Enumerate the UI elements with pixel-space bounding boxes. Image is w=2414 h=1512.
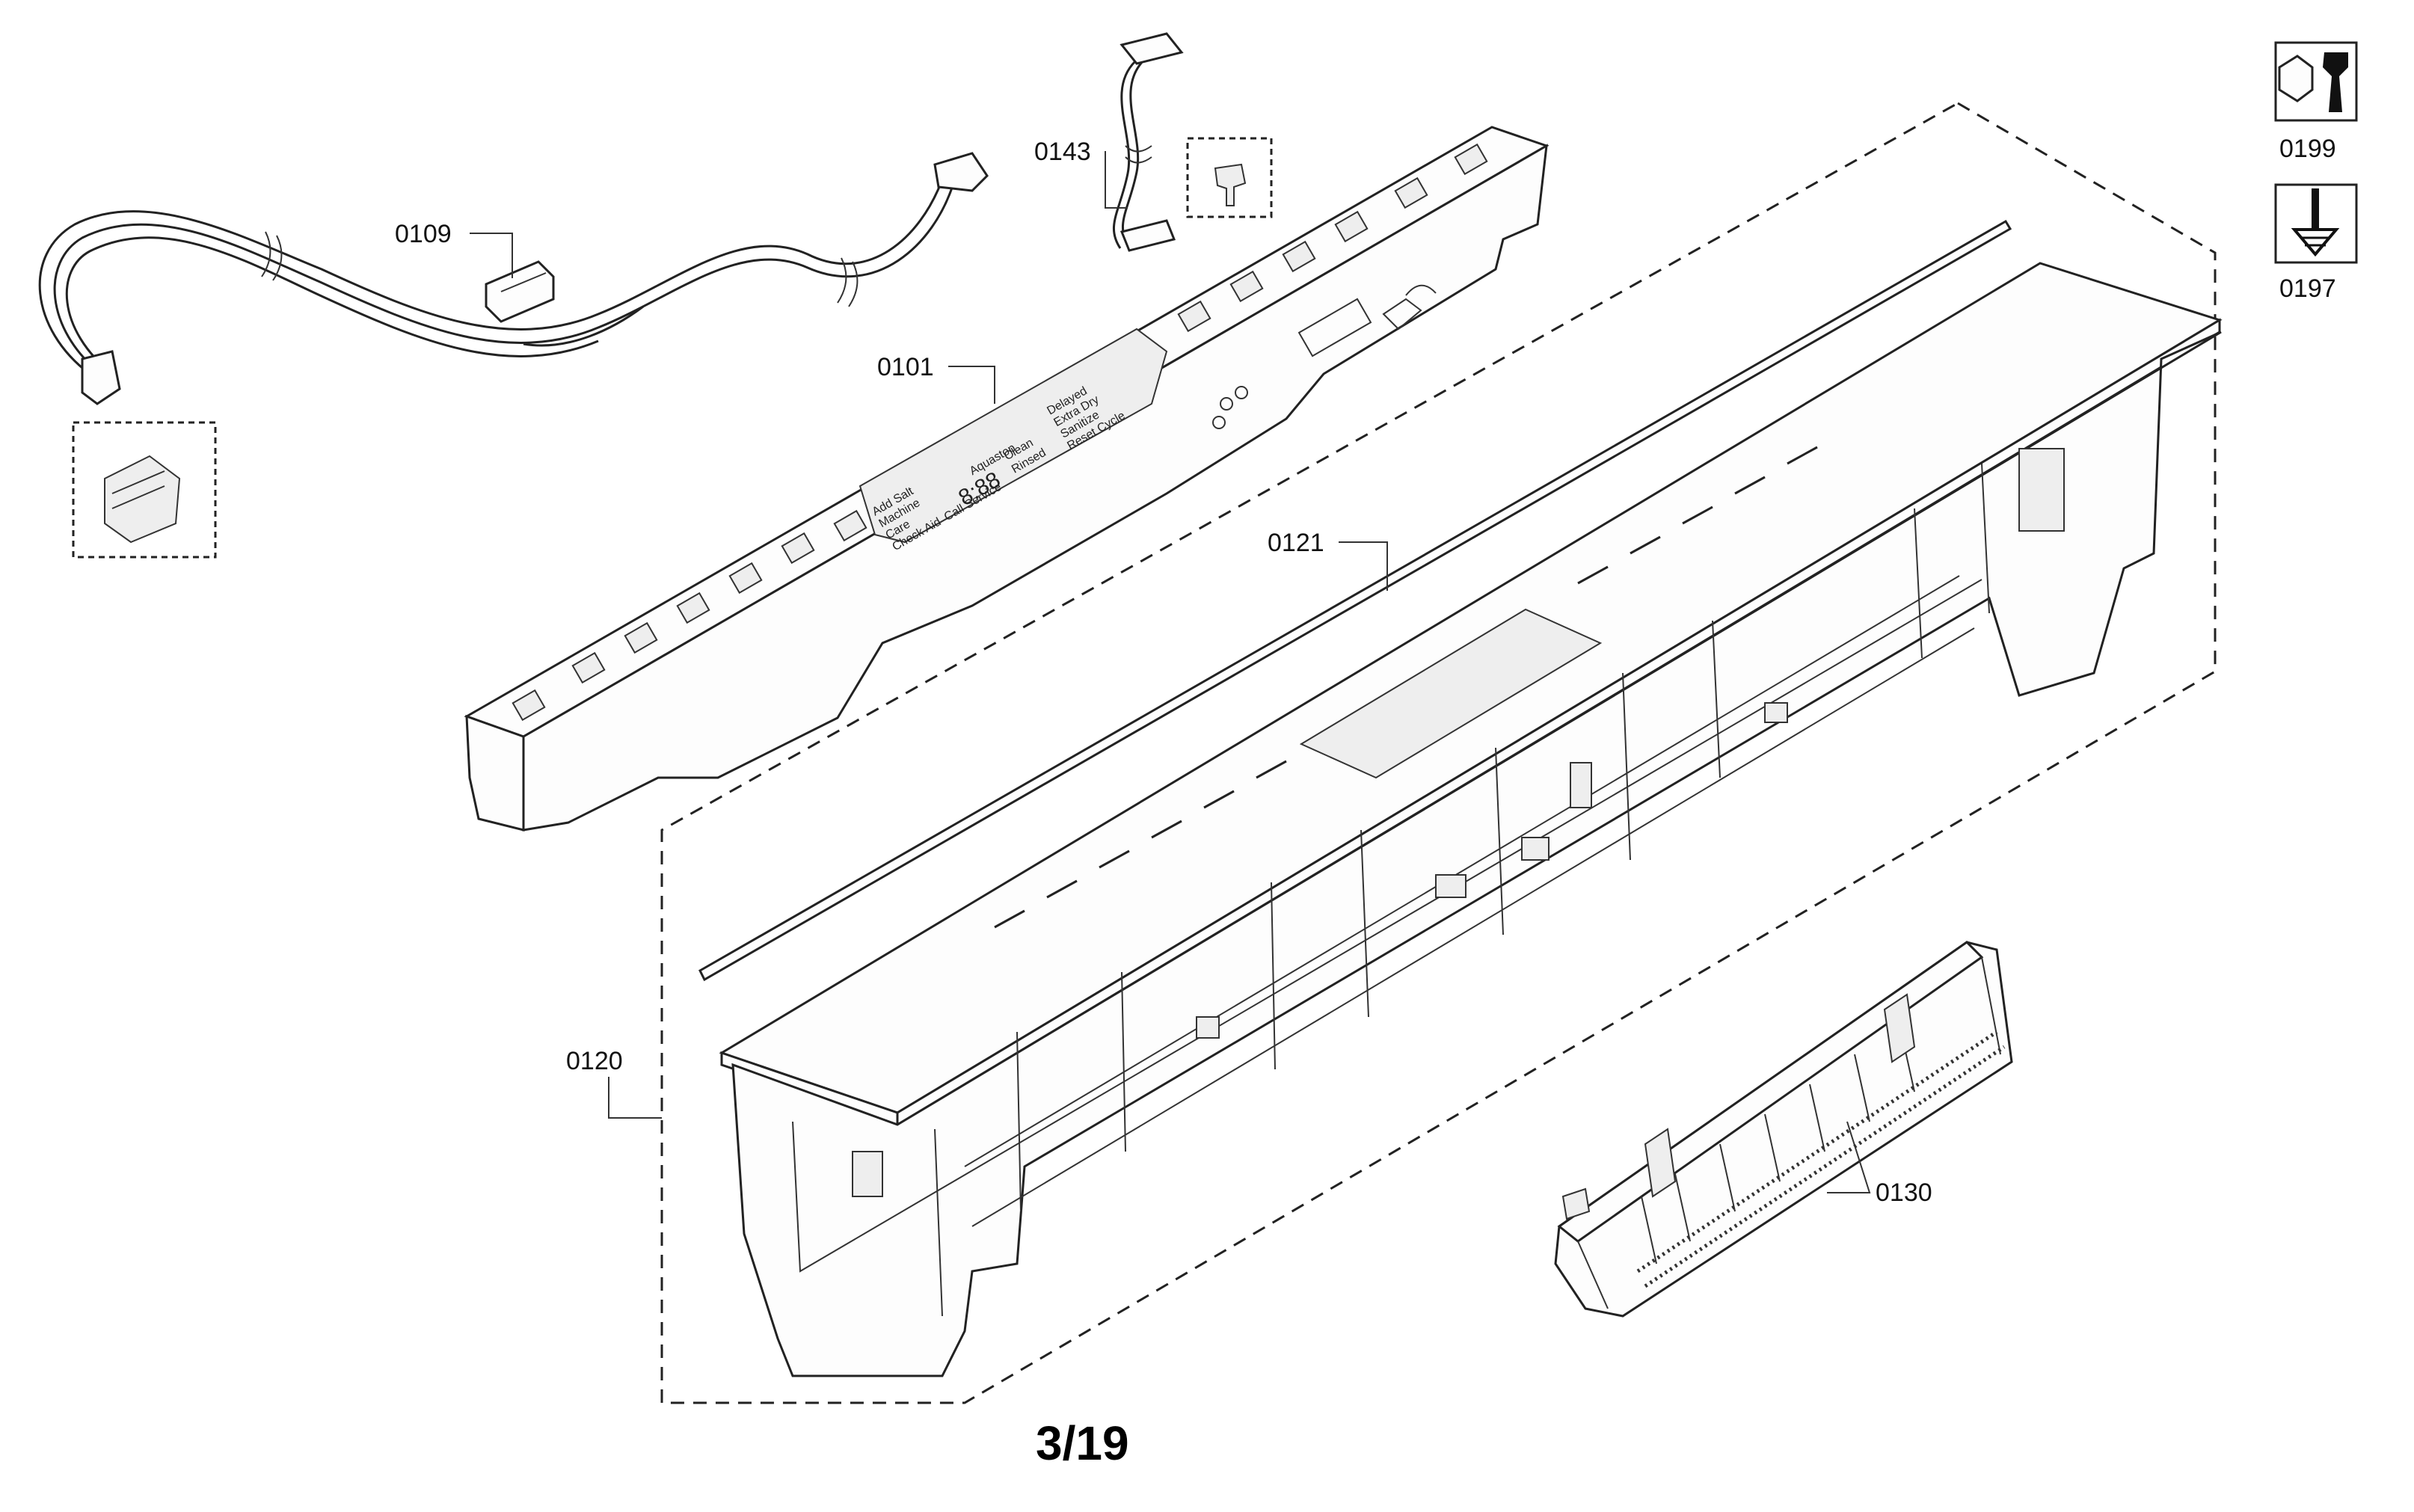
sensor-harness-0143 [1113, 32, 1273, 252]
label-0197: 0197 [2279, 274, 2336, 303]
leader-0143 [1105, 151, 1128, 209]
page-number: 3/19 [1036, 1416, 1129, 1470]
cover-part-0130 [1554, 941, 2013, 1318]
control-panel-housing-0120 [719, 262, 2223, 1377]
label-0109: 0109 [395, 220, 452, 248]
assembly-boundary [660, 102, 2217, 1404]
trim-strip-0121 [698, 219, 2012, 982]
label-0199: 0199 [2279, 135, 2336, 163]
leader-0130 [1827, 1121, 1871, 1193]
label-0143: 0143 [1034, 138, 1091, 166]
screwdriver-screw-icon [2274, 183, 2358, 264]
leader-0120 [608, 1077, 662, 1119]
wiring-harness-0109 [38, 152, 989, 559]
leader-0121 [1339, 541, 1388, 591]
label-0130: 0130 [1876, 1178, 1932, 1207]
leader-0101 [948, 366, 995, 404]
label-0121: 0121 [1268, 529, 1324, 557]
leader-0109 [470, 233, 513, 278]
electronic-module-0101: Add Salt Machine Care Check Aid Call Ser… [464, 126, 1550, 832]
wrench-nut-icon [2274, 41, 2358, 122]
label-0120: 0120 [566, 1047, 623, 1075]
label-0101: 0101 [877, 353, 934, 381]
